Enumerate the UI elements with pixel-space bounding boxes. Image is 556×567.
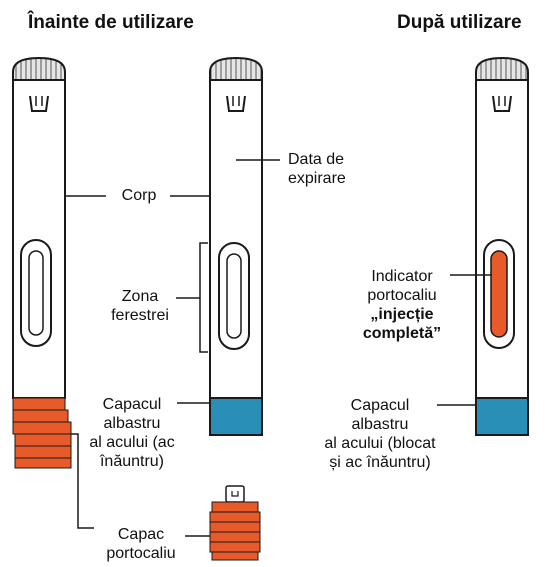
label-data-expirare-line2: expirare	[288, 170, 346, 187]
pen1-top-grip	[12, 56, 66, 81]
label-indicator-line3: „injecție	[370, 306, 434, 323]
pen2-top-icon	[226, 95, 246, 112]
pen2-top-grip	[209, 56, 263, 81]
pen3-top-icon	[492, 95, 512, 112]
pen3-blue-cap	[475, 397, 529, 436]
label-capacul-right-line1: Capacul	[350, 397, 410, 414]
pen-before-blue-cap	[209, 56, 263, 436]
label-capacul-left-line1: Capacul	[102, 396, 162, 413]
label-capacul-left-line3: al acului (ac	[89, 434, 175, 451]
label-capacul-right-line2: albastru	[351, 416, 409, 433]
pen2-body	[209, 79, 263, 399]
pen1-body	[12, 79, 66, 399]
label-corp: Corp	[121, 187, 157, 204]
pen1-top-icon	[29, 95, 49, 112]
leader-lines	[66, 159, 492, 537]
pen2-blue-cap	[209, 397, 263, 436]
label-indicator-line4: completă”	[362, 325, 442, 342]
label-indicator-line2: portocaliu	[367, 287, 437, 304]
pen3-orange-indicator	[490, 250, 508, 338]
label-indicator-line1: Indicator	[371, 268, 433, 285]
pen-after-use	[475, 56, 529, 436]
heading-before-use: Înainte de utilizare	[28, 12, 194, 33]
label-data-expirare: Data de expirare	[288, 150, 358, 188]
label-zona-line1: Zona	[121, 288, 159, 305]
pen3-top-grip	[475, 56, 529, 81]
label-zona-ferestrei: Zona ferestrei	[100, 287, 180, 325]
label-capacul-left-line2: albastru	[103, 415, 161, 432]
label-capac-portocaliu: Capac portocaliu	[96, 525, 186, 563]
loose-orange-cap	[209, 485, 261, 561]
label-capac-portocaliu-line1: Capac	[117, 526, 165, 543]
label-data-expirare-line1: Data de	[288, 151, 345, 168]
label-capacul-left-line4: înăuntru)	[99, 453, 165, 470]
pen-before-with-cap	[12, 56, 72, 469]
label-zona-line2: ferestrei	[111, 307, 169, 324]
pen1-orange-cap	[12, 397, 72, 469]
label-indicator: Indicator portocaliu „injecție completă”	[352, 267, 452, 343]
label-capacul-right-line4: și ac înăuntru)	[329, 454, 431, 471]
label-capacul-albastru-left: Capacul albastru al acului (ac înăuntru)	[80, 395, 184, 471]
label-capacul-right-line3: al acului (blocat	[324, 435, 436, 452]
heading-after-use: După utilizare	[397, 12, 522, 33]
label-capacul-albastru-right: Capacul albastru al acului (blocat și ac…	[318, 396, 442, 472]
pen3-body	[475, 79, 529, 399]
label-capac-portocaliu-line2: portocaliu	[106, 545, 176, 562]
